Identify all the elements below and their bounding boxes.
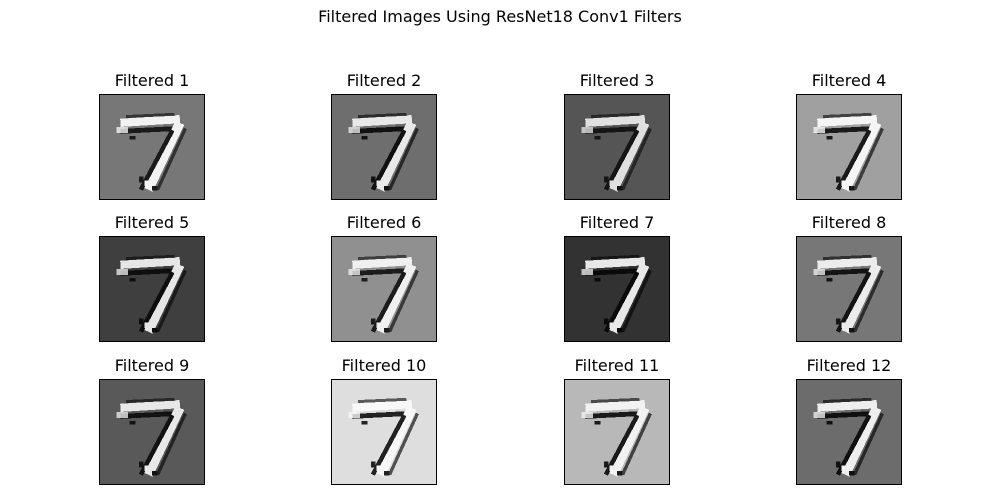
filtered-image	[796, 94, 902, 200]
filtered-image	[564, 379, 670, 485]
panel-title: Filtered 6	[346, 213, 422, 232]
filtered-image	[564, 94, 670, 200]
panel-title: Filtered 1	[114, 71, 190, 90]
panel-title: Filtered 2	[346, 71, 422, 90]
digit-seven-image	[565, 380, 669, 484]
digit-seven-image	[332, 237, 436, 341]
digit-seven-image	[797, 95, 901, 199]
panel-title: Filtered 4	[811, 71, 887, 90]
filtered-image	[99, 94, 205, 200]
panel-title: Filtered 9	[114, 356, 190, 375]
filtered-image	[796, 379, 902, 485]
digit-seven-image	[100, 237, 204, 341]
digit-seven-image	[565, 95, 669, 199]
panel-title: Filtered 8	[811, 213, 887, 232]
digit-seven-image	[565, 237, 669, 341]
digit-seven-image	[332, 380, 436, 484]
filtered-image	[796, 236, 902, 342]
panel-title: Filtered 5	[114, 213, 190, 232]
panel-title: Filtered 7	[579, 213, 655, 232]
digit-seven-image	[797, 237, 901, 341]
panel-title: Filtered 12	[806, 356, 892, 375]
filtered-image	[331, 94, 437, 200]
filtered-image	[564, 236, 670, 342]
digit-seven-image	[332, 95, 436, 199]
panel-title: Filtered 11	[574, 356, 660, 375]
filtered-image	[99, 236, 205, 342]
digit-seven-image	[797, 380, 901, 484]
filtered-image	[331, 236, 437, 342]
figure-title: Filtered Images Using ResNet18 Conv1 Fil…	[318, 7, 682, 26]
filtered-image	[331, 379, 437, 485]
digit-seven-image	[100, 95, 204, 199]
filtered-image	[99, 379, 205, 485]
panel-title: Filtered 3	[579, 71, 655, 90]
digit-seven-image	[100, 380, 204, 484]
panel-title: Filtered 10	[341, 356, 427, 375]
